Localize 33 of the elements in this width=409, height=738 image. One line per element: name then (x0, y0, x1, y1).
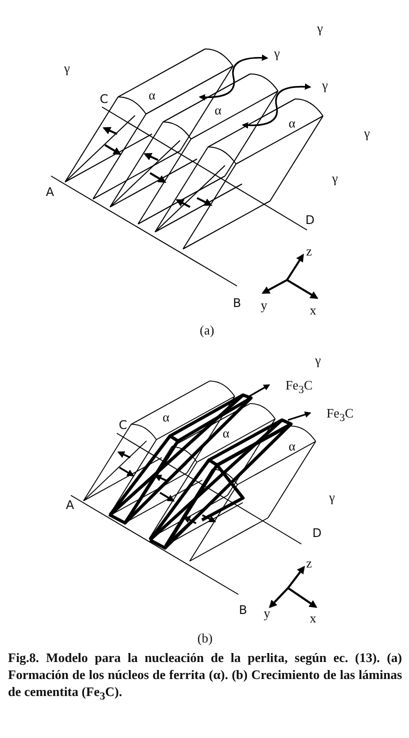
figure-caption: Fig.8. Modelo para la nucleación de la perlita, según ec. (13). (a) Formación de los núcleos de ferrita (α). (b) Crecimiento de las láminas de cementita (Fe$_{3}$C). (8, 650, 402, 704)
phase-label: α (222, 426, 230, 440)
panel-label: (a) (200, 324, 214, 336)
axis-label: z (306, 556, 312, 570)
axis-label: y (260, 298, 268, 312)
point-label: A (46, 186, 54, 198)
phase-label: α (288, 116, 296, 130)
point-label: C (100, 93, 108, 105)
phase-label: γ (274, 46, 280, 60)
phase-label: γ (329, 490, 335, 504)
phase-label: γ (364, 126, 370, 140)
point-label: D (305, 214, 315, 226)
axis-label: x (310, 612, 316, 624)
phase-label: α (148, 88, 156, 102)
point-label: C (118, 419, 128, 431)
phase-label: γ (322, 78, 328, 92)
point-label: D (312, 527, 322, 539)
point-label: B (238, 604, 248, 616)
axis-label: x (310, 304, 316, 316)
phase-label: α (288, 440, 296, 452)
phase-label: γ (64, 62, 70, 74)
point-label: B (232, 297, 242, 309)
point-label: A (66, 499, 74, 511)
axis-label: y (264, 606, 270, 620)
phase-label: γ (332, 172, 338, 184)
phase-label: γ (317, 22, 323, 34)
phase-label: Fe$_{3}$C (326, 406, 354, 424)
axis-label: z (306, 244, 312, 258)
phase-label: α (214, 104, 222, 116)
phase-label: γ (315, 354, 321, 366)
phase-label: α (162, 410, 170, 424)
panel-label: (b) (197, 632, 213, 644)
phase-label: Fe$_{3}$C (285, 378, 313, 396)
